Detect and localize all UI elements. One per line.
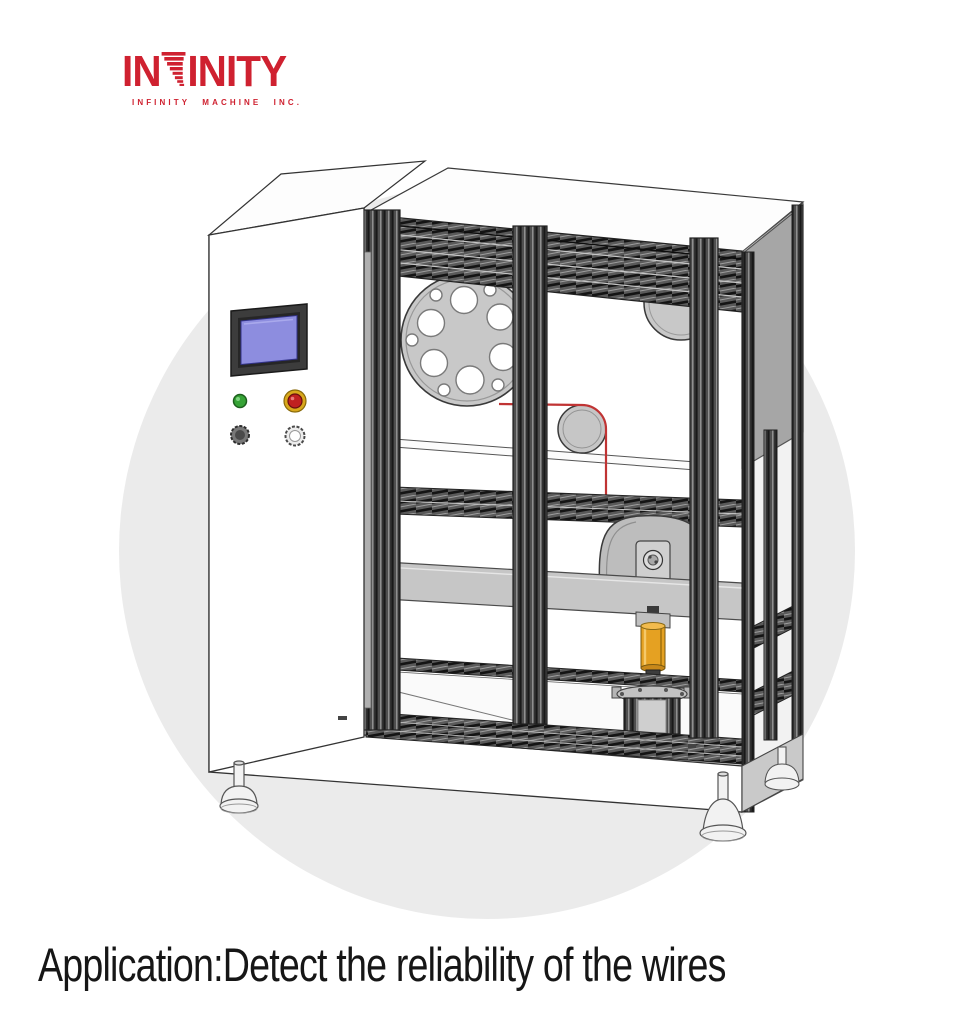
logo-tagline: INFINITY MACHINE INC. [132, 98, 303, 107]
control-cabinet [206, 160, 427, 773]
emergency-stop-button [283, 389, 307, 413]
leveling-foot-right [764, 746, 800, 791]
vent-mark [338, 716, 347, 720]
logo-wordmark: IN INITY [122, 50, 288, 94]
frame-top-rails [359, 213, 743, 313]
logo-funnel-icon [161, 52, 186, 86]
hmi-panel [230, 303, 308, 377]
hmi-screen [240, 314, 298, 366]
selector-knob-left [230, 425, 250, 445]
hole-disc [400, 273, 534, 407]
frame-posts [355, 209, 719, 739]
logo-text-left: IN [122, 47, 162, 96]
leveling-foot-left [219, 760, 259, 814]
leveling-foot-middle [699, 771, 747, 842]
caption-text: Application:Detect the reliability of th… [38, 938, 726, 991]
selector-knob-right [284, 425, 306, 447]
logo-text-right: INITY [187, 47, 287, 96]
indicator-light [232, 393, 248, 409]
vent-mark [688, 744, 696, 748]
right-side-frame [741, 201, 804, 813]
test-wire [498, 402, 608, 497]
logo: IN INITY INFINITY MACHINE INC. [122, 50, 303, 108]
